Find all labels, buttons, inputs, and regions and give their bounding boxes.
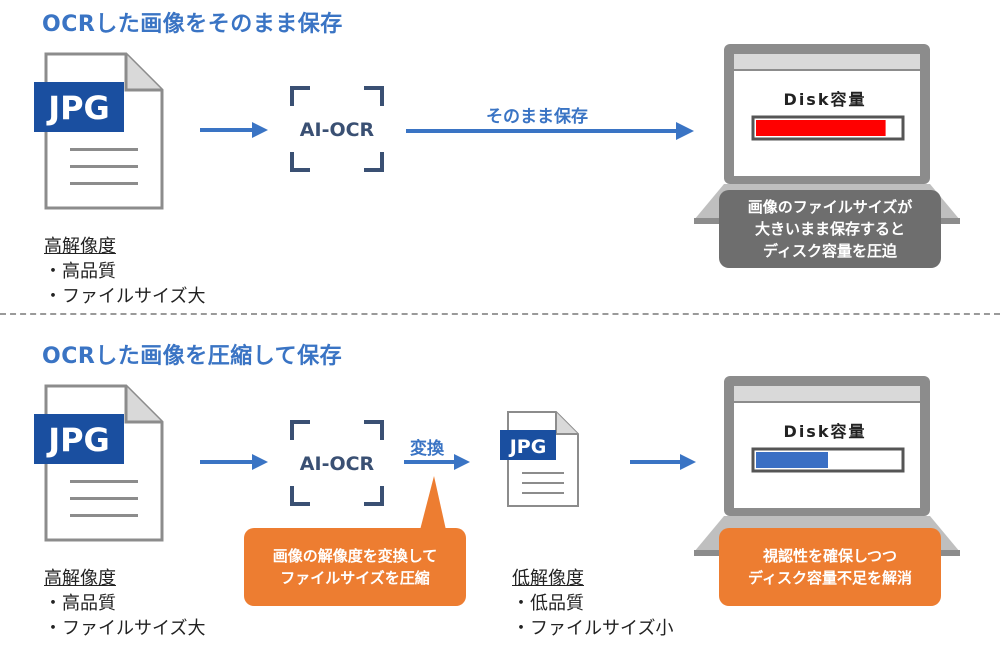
disk-capacity-fill [756, 120, 886, 136]
ocr-frame-icon: AI-OCR [290, 420, 384, 506]
resolution-heading: 低解像度 [512, 568, 584, 589]
desc-item: ・ファイルサイズ大 [44, 618, 206, 639]
bubble-line: 視認性を確保しつつ [762, 547, 898, 565]
ocr-label: AI-OCR [300, 119, 375, 141]
arrow-icon [404, 454, 470, 470]
resolution-heading: 高解像度 [44, 568, 116, 589]
desc-item: ・ファイルサイズ大 [44, 286, 206, 307]
long-arrow-icon [406, 122, 694, 140]
file-type-label: JPG [46, 89, 110, 127]
convert-bubble: 画像の解像度を変換して ファイルサイズを圧縮 [244, 528, 466, 606]
section-bottom-title: OCRした画像を圧縮して保存 [42, 344, 343, 369]
arrow-icon [200, 454, 268, 470]
arrow-icon [200, 122, 268, 138]
bubble-line: ディスク容量を圧迫 [763, 242, 897, 260]
bubble-pointer [420, 476, 446, 530]
resolution-heading: 高解像度 [44, 236, 116, 257]
file-type-label: JPG [46, 421, 110, 459]
bubble-line: 大きいまま保存すると [754, 220, 905, 238]
file-description: 高解像度 ・高品質 ・ファイルサイズ大 [44, 234, 205, 309]
disk-label: Disk容量 [784, 422, 867, 441]
ocr-label: AI-OCR [300, 453, 375, 475]
desc-item: ・高品質 [44, 593, 116, 614]
disk-warning-bubble: 画像のファイルサイズが 大きいまま保存すると ディスク容量を圧迫 [719, 190, 941, 268]
disk-label: Disk容量 [784, 90, 867, 109]
document-jpg-icon: JPG [34, 52, 164, 210]
arrow-label-save: そのまま保存 [486, 107, 588, 127]
bubble-line: 画像の解像度を変換して [272, 547, 438, 565]
ocr-frame-icon: AI-OCR [290, 86, 384, 172]
file-type-label: JPG [508, 436, 547, 458]
arrow-label-convert: 変換 [410, 439, 444, 459]
bubble-line: ファイルサイズを圧縮 [280, 569, 430, 587]
desc-item: ・高品質 [44, 261, 116, 282]
laptop-icon: Disk容量 [694, 376, 960, 556]
desc-item: ・低品質 [512, 593, 584, 614]
bubble-line: ディスク容量不足を解消 [748, 569, 912, 587]
section-top-title: OCRした画像をそのまま保存 [42, 12, 343, 37]
disk-solution-bubble: 視認性を確保しつつ ディスク容量不足を解消 [719, 528, 941, 606]
file-description: 高解像度 ・高品質 ・ファイルサイズ大 [44, 566, 205, 641]
arrow-icon [630, 454, 696, 470]
disk-capacity-fill [756, 452, 828, 468]
small-document-jpg-icon: JPG [500, 411, 579, 507]
small-file-description: 低解像度 ・低品質 ・ファイルサイズ小 [512, 566, 673, 641]
desc-item: ・ファイルサイズ小 [512, 618, 674, 639]
document-jpg-icon: JPG [34, 384, 164, 542]
section-divider [0, 313, 1000, 315]
bubble-line: 画像のファイルサイズが [747, 198, 913, 216]
